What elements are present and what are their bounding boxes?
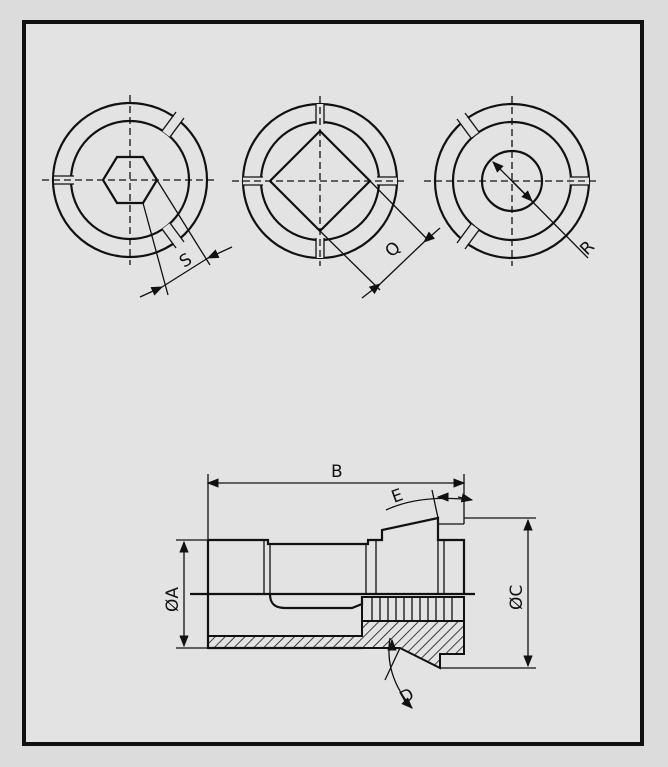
label-c: ØC (507, 585, 527, 610)
dimension-c (440, 517, 536, 669)
label-a: ØA (163, 587, 183, 612)
label-b: B (331, 462, 343, 482)
dimension-b (206, 474, 466, 540)
drawing-frame (22, 20, 644, 746)
end-view-square (232, 96, 441, 299)
dimension-e (385, 489, 474, 519)
thread-lines (371, 597, 453, 621)
dimension-a (176, 539, 208, 649)
end-view-round (424, 96, 600, 266)
side-section-view (190, 516, 475, 670)
dimension-d (384, 637, 413, 709)
end-view-hex (42, 95, 233, 298)
